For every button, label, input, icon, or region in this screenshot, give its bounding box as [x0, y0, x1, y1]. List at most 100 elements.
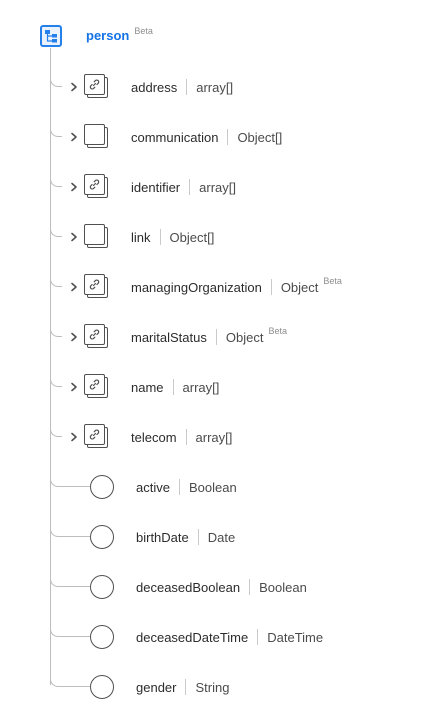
tree-row-link[interactable]: link Object[] — [0, 222, 423, 252]
tree-connector — [50, 572, 90, 587]
tree-connector — [50, 172, 62, 187]
chevron-right-icon[interactable] — [68, 131, 80, 143]
tree-connector — [50, 522, 90, 537]
tree-row-managingOrganization[interactable]: managingOrganization Object Beta — [0, 272, 423, 302]
object-link-icon — [84, 174, 108, 198]
field-name: address — [131, 79, 178, 95]
field-name: communication — [131, 129, 219, 145]
field-label[interactable]: communication Object[] — [131, 129, 282, 145]
field-label[interactable]: telecom array[] — [131, 429, 232, 445]
object-icon — [84, 224, 108, 248]
beta-badge: Beta — [134, 26, 153, 36]
field-circle-icon — [90, 575, 114, 599]
field-name: identifier — [131, 179, 181, 195]
field-separator — [257, 629, 259, 645]
field-separator — [185, 679, 187, 695]
tree-connector — [50, 272, 62, 287]
field-type: Date — [207, 529, 236, 545]
tree-row-active[interactable]: active Boolean — [0, 472, 423, 502]
field-circle-icon — [90, 475, 114, 499]
tree-connector — [50, 372, 62, 387]
field-name: name — [131, 379, 164, 395]
field-label[interactable]: birthDate Date — [136, 529, 235, 545]
object-link-icon — [84, 74, 108, 98]
field-name: active — [136, 479, 170, 495]
tree-row-address[interactable]: address array[] — [0, 72, 423, 102]
tree-connector — [50, 222, 62, 237]
field-type: Boolean — [259, 579, 307, 595]
tree-connector — [50, 472, 90, 487]
field-name: deceasedDateTime — [136, 629, 249, 645]
beta-badge: Beta — [323, 276, 342, 286]
field-separator — [249, 579, 251, 595]
field-name: gender — [136, 679, 177, 695]
field-separator — [172, 379, 174, 395]
field-name: deceasedBoolean — [136, 579, 241, 595]
field-type: Object — [225, 329, 264, 345]
field-separator — [189, 179, 191, 195]
tree-connector — [50, 72, 62, 87]
beta-badge: Beta — [268, 326, 287, 336]
tree-row-telecom[interactable]: telecom array[] — [0, 422, 423, 452]
tree-row-identifier[interactable]: identifier array[] — [0, 172, 423, 202]
field-type: array[] — [195, 429, 233, 445]
field-label[interactable]: active Boolean — [136, 479, 237, 495]
field-circle-icon — [90, 625, 114, 649]
chevron-right-icon[interactable] — [68, 381, 80, 393]
field-separator — [159, 229, 161, 245]
root-node-name: person — [86, 28, 130, 43]
field-name: birthDate — [136, 529, 189, 545]
tree-connector — [50, 672, 90, 687]
field-type: String — [195, 679, 230, 695]
object-link-icon — [84, 374, 108, 398]
chevron-right-icon[interactable] — [68, 81, 80, 93]
tree-connector — [50, 622, 90, 637]
chevron-right-icon[interactable] — [68, 281, 80, 293]
tree-row-deceasedBoolean[interactable]: deceasedBoolean Boolean — [0, 572, 423, 602]
field-circle-icon — [90, 525, 114, 549]
tree-row-maritalStatus[interactable]: maritalStatus Object Beta — [0, 322, 423, 352]
chevron-right-icon[interactable] — [68, 331, 80, 343]
chevron-right-icon[interactable] — [68, 181, 80, 193]
field-type: array[] — [196, 79, 234, 95]
field-separator — [215, 329, 217, 345]
field-label[interactable]: gender String — [136, 679, 229, 695]
tree-row-gender[interactable]: gender String — [0, 672, 423, 702]
field-separator — [197, 529, 199, 545]
tree-row-communication[interactable]: communication Object[] — [0, 122, 423, 152]
root-node-label[interactable]: person Beta — [86, 26, 153, 43]
field-type: Object[] — [237, 129, 283, 145]
field-label[interactable]: deceasedBoolean Boolean — [136, 579, 307, 595]
schema-tree-icon[interactable] — [40, 25, 62, 47]
tree-trunk-line — [50, 48, 51, 685]
field-label[interactable]: link Object[] — [131, 229, 214, 245]
field-name: link — [131, 229, 151, 245]
field-label[interactable]: address array[] — [131, 79, 233, 95]
object-link-icon — [84, 424, 108, 448]
field-type: array[] — [199, 179, 236, 195]
field-label[interactable]: maritalStatus Object Beta — [131, 326, 287, 345]
chevron-right-icon[interactable] — [68, 431, 80, 443]
field-separator — [178, 479, 180, 495]
field-name: maritalStatus — [131, 329, 207, 345]
tree-row-birthDate[interactable]: birthDate Date — [0, 522, 423, 552]
field-name: telecom — [131, 429, 177, 445]
field-type: Object[] — [169, 229, 215, 245]
field-name: managingOrganization — [131, 279, 262, 295]
field-separator — [270, 279, 272, 295]
field-label[interactable]: identifier array[] — [131, 179, 236, 195]
chevron-right-icon[interactable] — [68, 231, 80, 243]
field-separator — [227, 129, 229, 145]
field-type: Object — [280, 279, 319, 295]
tree-connector — [50, 122, 62, 137]
field-circle-icon — [90, 675, 114, 699]
field-label[interactable]: managingOrganization Object Beta — [131, 276, 342, 295]
object-icon — [84, 124, 108, 148]
field-type: Boolean — [188, 479, 237, 495]
tree-connector — [50, 322, 62, 337]
